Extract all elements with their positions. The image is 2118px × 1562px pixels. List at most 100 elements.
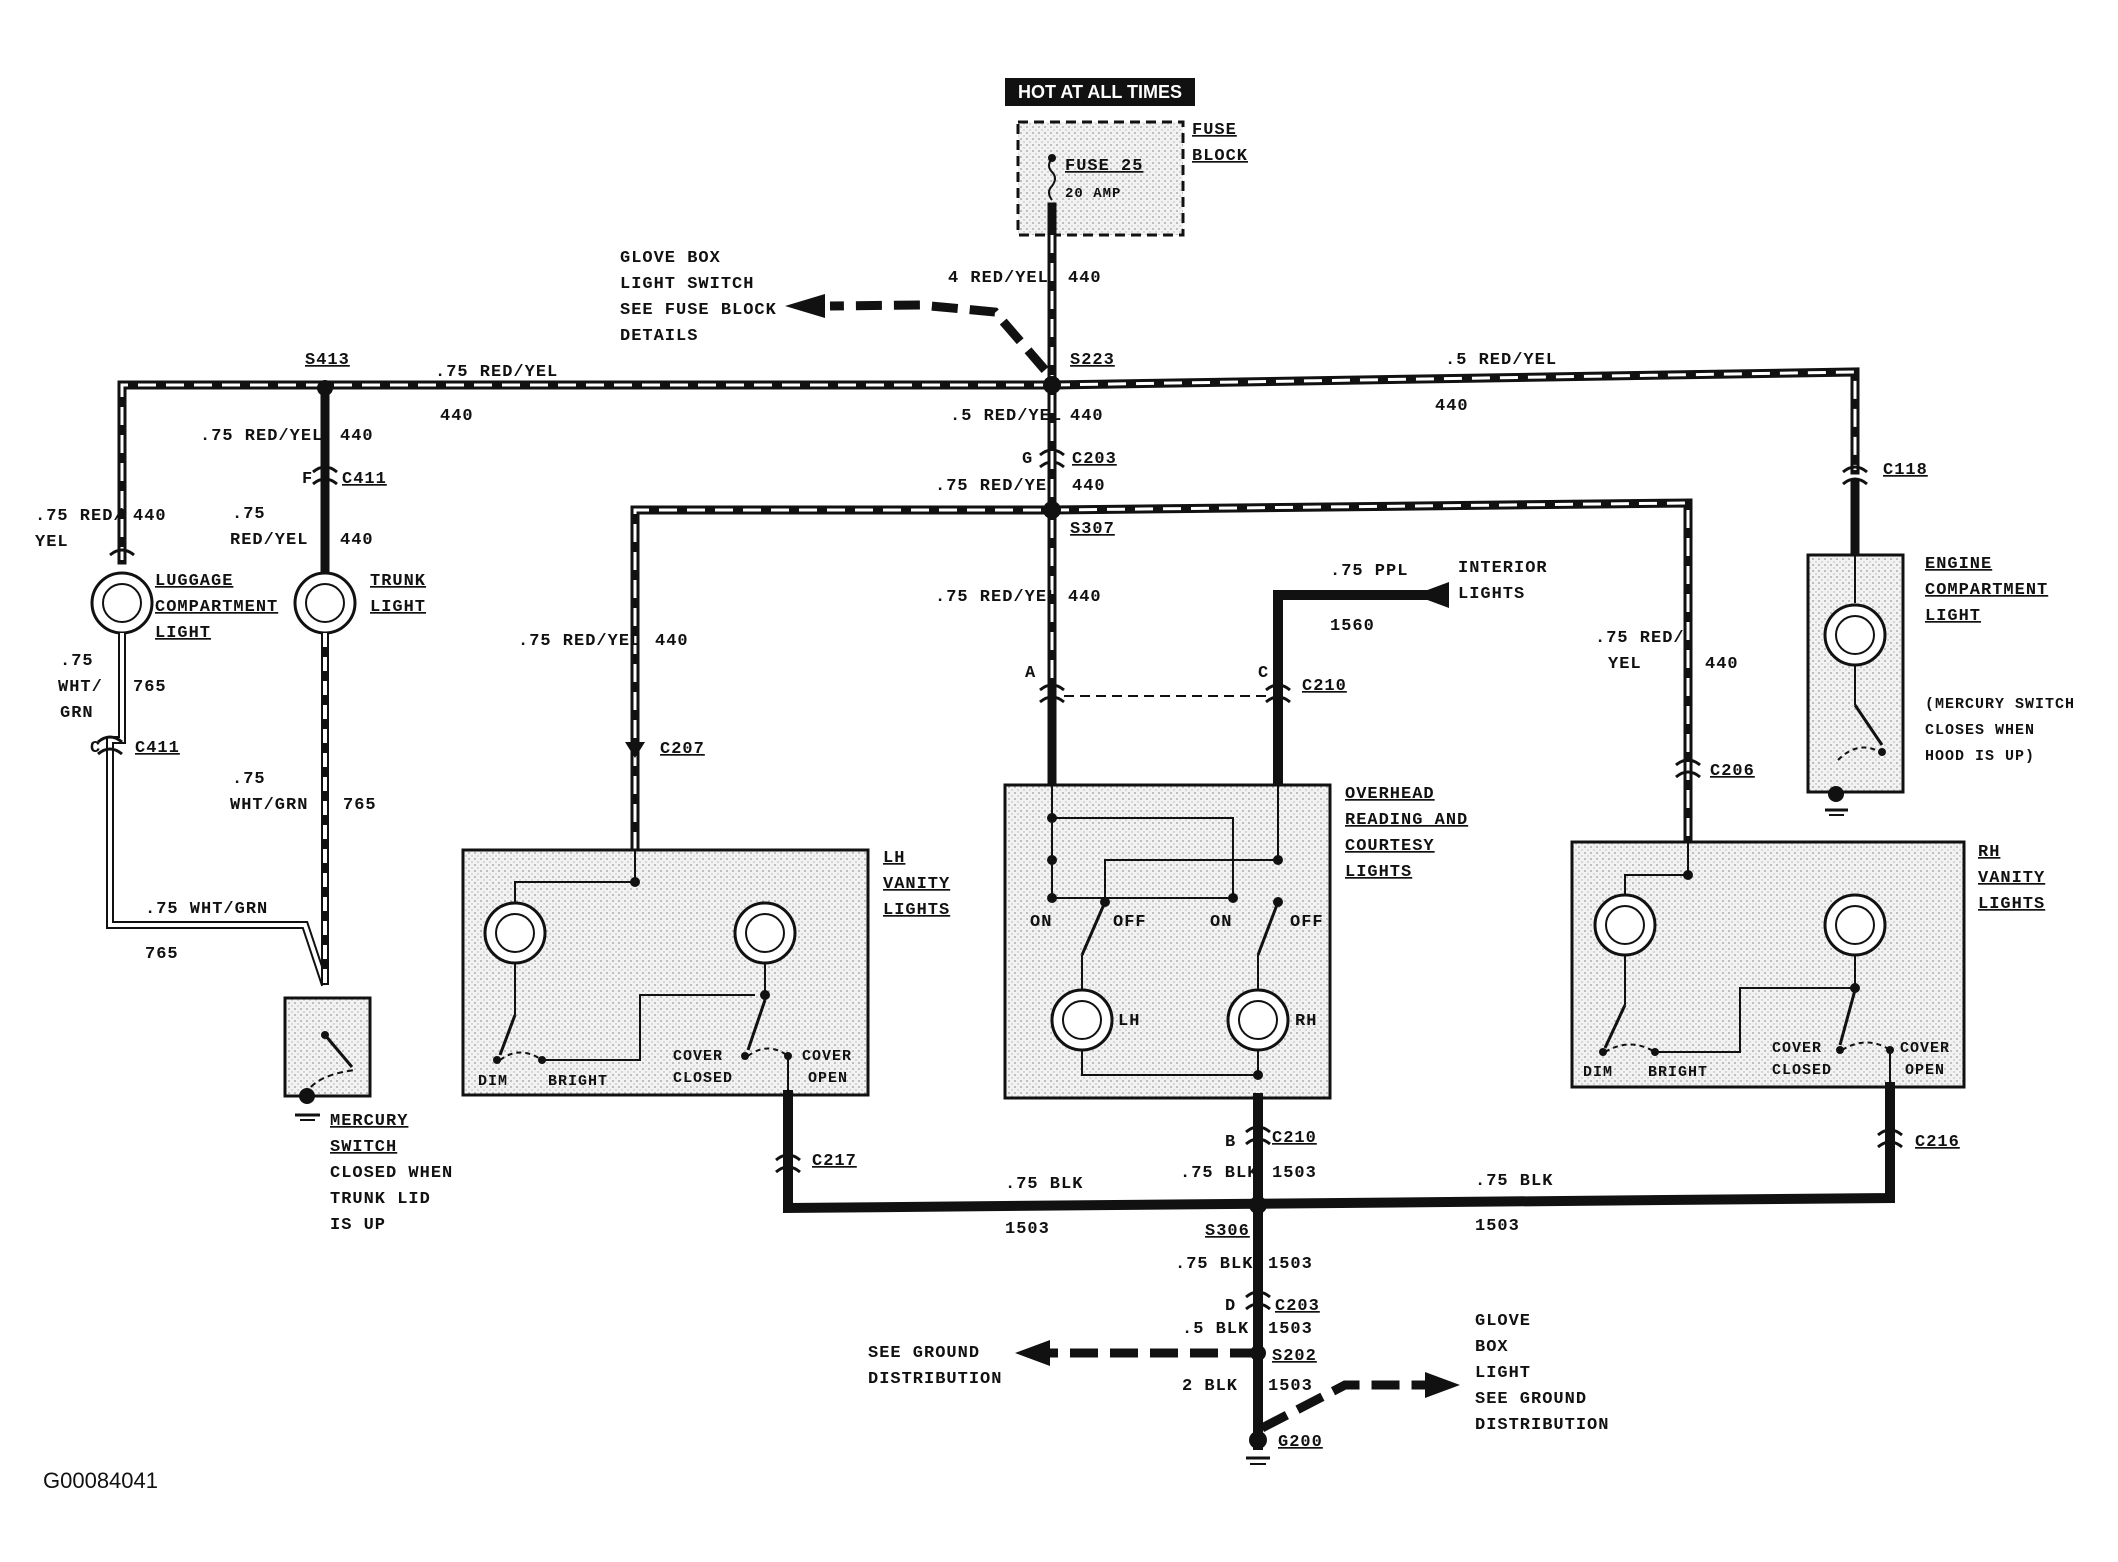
lh-cover-closed-contact bbox=[741, 1052, 749, 1060]
connector-c206: C206 bbox=[1710, 762, 1755, 781]
lh-vanity-dim-switch-icon bbox=[498, 1014, 517, 1056]
wire-label-75-red-yel-trunk: .75 RED/YEL bbox=[200, 427, 323, 446]
rh-vanity-label-1: RH bbox=[1978, 843, 2000, 862]
glove-light-label-2: BOX bbox=[1475, 1338, 1509, 1357]
connector-c210-top: C210 bbox=[1302, 677, 1347, 696]
overhead-node-3 bbox=[1273, 855, 1283, 865]
lh-cover-label-1: COVER bbox=[673, 1048, 723, 1065]
overhead-on-contact-rh bbox=[1228, 893, 1238, 903]
rh-vanity-internal-wiring bbox=[1624, 842, 1689, 895]
overhead-rh-label: RH bbox=[1295, 1012, 1317, 1031]
connector-c203-bottom: C203 bbox=[1275, 1297, 1320, 1316]
wire-label-yel-split: YEL bbox=[35, 533, 69, 552]
engine-label-2: COMPARTMENT bbox=[1925, 581, 2048, 600]
lh-vanity-box bbox=[461, 848, 870, 1097]
engine-light-bulb-icon bbox=[1823, 603, 1887, 667]
interior-label-2: LIGHTS bbox=[1458, 585, 1525, 604]
wire-label-5-blk: .5 BLK bbox=[1182, 1320, 1249, 1339]
circuit-440-center: 440 bbox=[1070, 407, 1104, 426]
rh-dim-dash bbox=[1604, 1043, 1656, 1053]
overhead-off-lh: OFF bbox=[1113, 913, 1147, 932]
wire-440-right-stripe bbox=[1051, 370, 1857, 470]
fuse-name: FUSE 25 bbox=[1065, 157, 1143, 176]
circuit-1560: 1560 bbox=[1330, 617, 1375, 636]
lh-vanity-right-bulb-icon bbox=[733, 901, 797, 965]
wire-label-75-red-yel-top: .75 RED/YEL bbox=[435, 363, 558, 382]
circuit-440-rh: 440 bbox=[1705, 655, 1739, 674]
hot-at-all-times-label: HOT AT ALL TIMES bbox=[1018, 82, 1182, 102]
mercury-label-2: SWITCH bbox=[330, 1138, 397, 1157]
rh-vanity-box bbox=[1570, 840, 1966, 1089]
wire-1560-ppl bbox=[1273, 590, 1430, 795]
trunk-light-bulb-icon bbox=[293, 571, 357, 635]
glove-ref-line-4: DETAILS bbox=[620, 327, 698, 346]
wire-label-75-red-yel-lh: .75 RED/YEL bbox=[518, 632, 641, 651]
lh-dim-label: DIM bbox=[478, 1073, 508, 1090]
wire-label-75-luggage-lower: .75 bbox=[60, 652, 94, 671]
circuit-440-lh: 440 bbox=[655, 632, 689, 651]
overhead-on-lh: ON bbox=[1030, 913, 1052, 932]
circuit-440-label-trunk: 440 bbox=[340, 427, 374, 446]
lh-vanity-cover-switch-icon bbox=[746, 999, 767, 1051]
glove-light-label-1: GLOVE bbox=[1475, 1312, 1531, 1331]
mercury-label-4: TRUNK LID bbox=[330, 1190, 431, 1209]
overhead-switch-lh-arm-icon bbox=[1080, 901, 1107, 956]
mercury-label-5: IS UP bbox=[330, 1216, 386, 1235]
overhead-internal-wiring-2 bbox=[1104, 785, 1279, 902]
ground-ref-label-1: SEE GROUND bbox=[868, 1344, 980, 1363]
rh-dim-label: DIM bbox=[1583, 1064, 1613, 1081]
circuit-440-label-1: 440 bbox=[1068, 269, 1102, 288]
fuse-element-icon bbox=[1048, 157, 1056, 201]
splice-s202: S202 bbox=[1272, 1347, 1317, 1366]
rh-cover-label-2: COVER bbox=[1900, 1040, 1950, 1057]
connector-c207-arrow-icon bbox=[625, 742, 645, 758]
overhead-off-rh: OFF bbox=[1290, 913, 1324, 932]
circuit-440-label-luggage: 440 bbox=[133, 507, 167, 526]
connector-luggage-top-icon bbox=[109, 548, 135, 557]
circuit-1503-rh: 1503 bbox=[1475, 1217, 1520, 1236]
rh-closed-label: CLOSED bbox=[1772, 1062, 1832, 1079]
fuse-block-label-1: FUSE bbox=[1192, 121, 1237, 140]
wire-label-red-yel-trunk: RED/YEL bbox=[230, 531, 308, 550]
connector-c411-trunk: C411 bbox=[342, 470, 387, 489]
fuse-block-label-2: BLOCK bbox=[1192, 147, 1248, 166]
engine-label-3: LIGHT bbox=[1925, 607, 1981, 626]
circuit-1503-g200: 1503 bbox=[1268, 1377, 1313, 1396]
connector-c216-icon bbox=[1877, 1128, 1903, 1149]
wire-440-left-stripe bbox=[120, 383, 1052, 560]
g200-ground-dot bbox=[1249, 1431, 1267, 1449]
lh-vanity-internal-wiring bbox=[514, 850, 636, 902]
wire-glove-box-light-ground bbox=[1259, 1380, 1425, 1432]
wire-label-75-red-yel-overhead: .75 RED/YEL bbox=[935, 588, 1058, 607]
lh-vanity-left-bulb-icon bbox=[483, 901, 547, 965]
glove-ref-line-3: SEE FUSE BLOCK bbox=[620, 301, 777, 320]
overhead-rh-filament-icon bbox=[1238, 1000, 1278, 1040]
splice-s307: S307 bbox=[1070, 520, 1115, 539]
pin-c-luggage: C bbox=[90, 739, 101, 758]
mercury-label-1: MERCURY bbox=[330, 1112, 408, 1131]
wire-label-75-blk-lh: .75 BLK bbox=[1005, 1175, 1083, 1194]
connector-c217-icon bbox=[775, 1153, 801, 1174]
rh-vanity-right-node bbox=[1850, 983, 1860, 993]
glove-box-arrow-icon bbox=[785, 294, 825, 318]
lh-bright-label: BRIGHT bbox=[548, 1073, 608, 1090]
connector-c203-top: C203 bbox=[1072, 450, 1117, 469]
pin-d: D bbox=[1225, 1297, 1236, 1316]
overhead-label-3: COURTESY bbox=[1345, 837, 1435, 856]
connector-c210-bottom: C210 bbox=[1272, 1129, 1317, 1148]
interior-lights-arrow-icon bbox=[1414, 582, 1449, 608]
overhead-lh-bulb-icon bbox=[1050, 988, 1114, 1052]
connector-c203-bottom-icon bbox=[1245, 1290, 1271, 1311]
overhead-label-2: READING AND bbox=[1345, 811, 1468, 830]
lh-vanity-left-filament-icon bbox=[495, 913, 535, 953]
connector-c207: C207 bbox=[660, 740, 705, 759]
luggage-label-1: LUGGAGE bbox=[155, 572, 233, 591]
connector-c210-bottom-icon bbox=[1245, 1125, 1271, 1146]
glove-box-light-arrow-icon bbox=[1425, 1372, 1460, 1398]
rh-vanity-node bbox=[1683, 870, 1693, 880]
overhead-lights-box bbox=[1003, 783, 1332, 1100]
lh-vanity-bright-wiring bbox=[542, 994, 755, 1061]
interior-label-1: INTERIOR bbox=[1458, 559, 1548, 578]
